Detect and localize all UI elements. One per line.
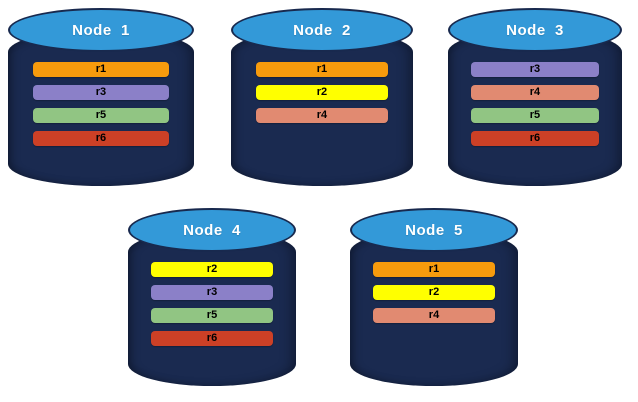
record-bar[interactable]: r1 <box>372 262 496 277</box>
record-bar[interactable]: r5 <box>471 108 599 123</box>
record-bar[interactable]: r2 <box>255 85 389 100</box>
node-title: Node 3 <box>506 21 564 39</box>
record-list: r1 r3 r5 r6 <box>8 62 194 146</box>
record-bar[interactable]: r4 <box>372 308 496 323</box>
record-list: r3 r4 r5 r6 <box>448 62 622 146</box>
record-bar[interactable]: r6 <box>150 331 274 346</box>
record-list: r2 r3 r5 r6 <box>128 262 296 346</box>
cylinder-top-icon: Node 1 <box>8 8 194 52</box>
node-title: Node 2 <box>293 21 351 39</box>
record-bar[interactable]: r6 <box>33 131 169 146</box>
record-bar[interactable]: r3 <box>150 285 274 300</box>
record-list: r1 r2 r4 <box>231 62 413 123</box>
record-bar[interactable]: r6 <box>471 131 599 146</box>
database-node-3[interactable]: r3 r4 r5 r6 Node 3 <box>448 8 622 186</box>
cylinder-top-icon: Node 4 <box>128 208 296 252</box>
record-bar[interactable]: r4 <box>471 85 599 100</box>
record-bar[interactable]: r3 <box>33 85 169 100</box>
database-node-4[interactable]: r2 r3 r5 r6 Node 4 <box>128 208 296 386</box>
record-list: r1 r2 r4 <box>350 262 518 323</box>
record-bar[interactable]: r5 <box>150 308 274 323</box>
node-title: Node 5 <box>405 221 463 239</box>
record-bar[interactable]: r1 <box>255 62 389 77</box>
record-bar[interactable]: r2 <box>150 262 274 277</box>
cylinder-top-icon: Node 3 <box>448 8 622 52</box>
record-bar[interactable]: r4 <box>255 108 389 123</box>
node-title: Node 4 <box>183 221 241 239</box>
cylinder-top-icon: Node 5 <box>350 208 518 252</box>
database-node-2[interactable]: r1 r2 r4 Node 2 <box>231 8 413 186</box>
node-title: Node 1 <box>72 21 130 39</box>
record-bar[interactable]: r2 <box>372 285 496 300</box>
record-bar[interactable]: r3 <box>471 62 599 77</box>
record-bar[interactable]: r1 <box>33 62 169 77</box>
cylinder-top-icon: Node 2 <box>231 8 413 52</box>
database-node-1[interactable]: r1 r3 r5 r6 Node 1 <box>8 8 194 186</box>
database-node-5[interactable]: r1 r2 r4 Node 5 <box>350 208 518 386</box>
record-bar[interactable]: r5 <box>33 108 169 123</box>
